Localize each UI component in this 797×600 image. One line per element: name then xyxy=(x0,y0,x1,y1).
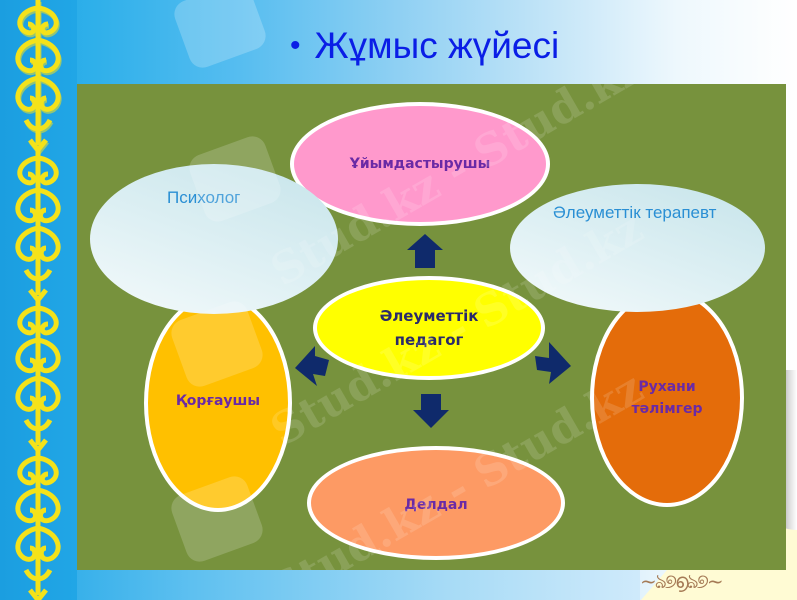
arrow-down-icon xyxy=(413,394,449,428)
swirl-ornament-icon: ~ঌ୭൭ঌ୭~ xyxy=(640,569,724,593)
node-social-pedagogue-line1: Әлеуметтік xyxy=(379,307,479,325)
node-organizer-label: Ұйымдастырушы xyxy=(349,156,491,172)
slide-title: • Жұмыс жүйесі xyxy=(290,25,559,67)
node-mediator-label: Делдал xyxy=(404,497,468,513)
kazakh-ornament-icon xyxy=(6,0,70,600)
watermark-logo-icon xyxy=(170,0,270,72)
cloud-psychologist xyxy=(90,164,338,314)
node-social-pedagogue-line2: педагог xyxy=(394,331,464,349)
bullet-icon: • xyxy=(290,29,301,62)
node-spiritual-mentor-line2: тәлімгер xyxy=(631,401,703,417)
node-spiritual-mentor: Рухани тәлімгер xyxy=(590,289,744,507)
node-spiritual-mentor-label: Рухани тәлімгер xyxy=(632,376,703,420)
cloud-social-therapist-label: Әлеуметтік терапевт xyxy=(553,203,717,222)
node-spiritual-mentor-line1: Рухани xyxy=(638,379,696,395)
arrow-left-icon xyxy=(295,346,329,386)
cloud-social-therapist xyxy=(510,184,765,312)
arrow-right-icon xyxy=(535,342,571,384)
bottom-band xyxy=(0,570,640,600)
node-defender-label: Қорғаушы xyxy=(175,393,261,409)
node-social-pedagogue: Әлеуметтік педагог xyxy=(313,276,545,380)
node-social-pedagogue-label: Әлеуметтік педагог xyxy=(380,304,479,352)
node-defender: Қорғаушы xyxy=(144,294,292,512)
diagram-panel: Ұйымдастырушы Қорғаушы Рухани тәлімгер Д… xyxy=(77,84,786,570)
cloud-psychologist-label: Психолог xyxy=(167,188,241,207)
arrow-up-icon xyxy=(407,234,443,268)
node-organizer: Ұйымдастырушы xyxy=(290,102,550,226)
ornament-strip xyxy=(0,0,77,600)
slide-title-text: Жұмыс жүйесі xyxy=(314,25,560,66)
node-mediator: Делдал xyxy=(307,446,565,560)
